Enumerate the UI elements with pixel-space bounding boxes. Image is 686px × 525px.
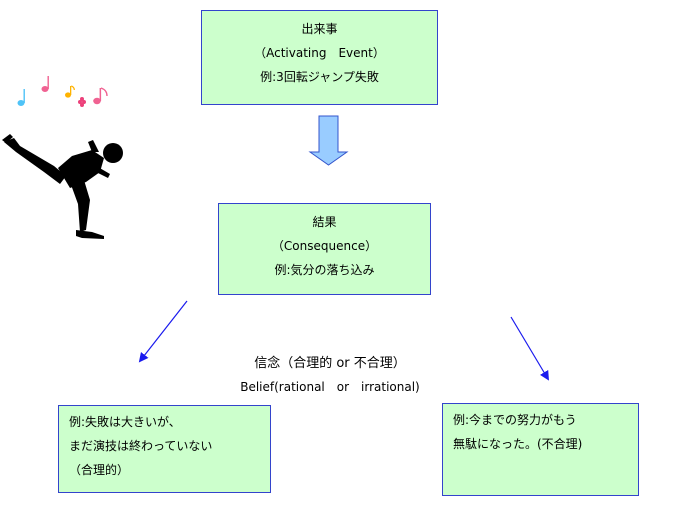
- arrow-to-rational: [138, 300, 188, 363]
- consequence-example: 例:気分の落ち込み: [274, 263, 375, 277]
- activating-event-title: 出来事: [301, 22, 338, 36]
- rational-line-3: （合理的）: [69, 463, 130, 477]
- irrational-line-1: 例:今までの努力がもう: [453, 413, 577, 427]
- activating-event-box: 出来事 （Activating Event） 例:3回転ジャンプ失敗: [201, 10, 438, 105]
- music-notes-icon: [17, 76, 108, 107]
- consequence-box: 結果 （Consequence） 例:気分の落ち込み: [218, 203, 431, 295]
- figure-skater-icon: [2, 134, 123, 239]
- rational-belief-box: 例:失敗は大きいが、 まだ演技は終わっていない （合理的）: [58, 405, 271, 493]
- activating-event-example: 例:3回転ジャンプ失敗: [260, 70, 379, 84]
- activating-event-subtitle: （Activating Event）: [254, 46, 385, 60]
- irrational-belief-box: 例:今までの努力がもう 無駄になった。(不合理): [442, 403, 639, 496]
- down-arrow-icon: [308, 115, 349, 166]
- belief-title-en: Belief(rational or irrational): [240, 380, 420, 394]
- rational-line-1: 例:失敗は大きいが、: [69, 415, 181, 429]
- consequence-title: 結果: [312, 215, 337, 229]
- rational-line-2: まだ演技は終わっていない: [69, 439, 213, 453]
- irrational-line-2: 無駄になった。(不合理): [453, 437, 583, 451]
- arrow-to-irrational: [510, 316, 549, 381]
- belief-title-jp: 信念（合理的 or 不合理）: [254, 356, 406, 371]
- consequence-subtitle: （Consequence）: [271, 239, 378, 253]
